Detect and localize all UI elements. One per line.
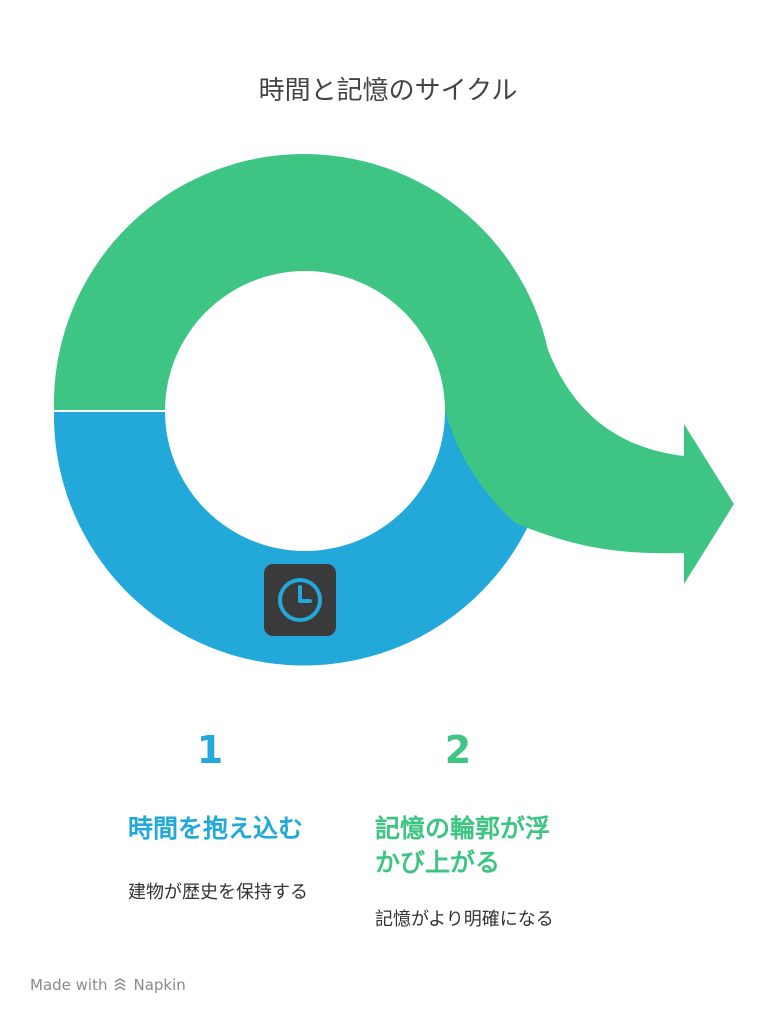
diagram-title: 時間と記憶のサイクル [258, 76, 518, 106]
clock-icon [264, 564, 336, 636]
napkin-logo-icon [113, 978, 127, 992]
step-1-number: 1 [196, 728, 224, 772]
step-2-description: 記憶がより明確になる [375, 909, 554, 930]
step-2-title-line-2: かび上がる [375, 848, 501, 877]
napkin-brand: Napkin [133, 976, 186, 994]
footer-credit: Made with Napkin [30, 976, 186, 994]
step-2-title-line-1: 記憶の輪郭が浮 [375, 814, 551, 843]
memory-arrow-segment [53, 154, 734, 584]
step-2-title: 記憶の輪郭が浮 かび上がる [375, 812, 550, 880]
step-1-description: 建物が歴史を保持する [128, 882, 308, 903]
step-1-title: 時間を抱え込む [128, 814, 304, 843]
time-arc-segment [53, 411, 536, 666]
made-with-label: Made with [30, 976, 108, 994]
step-2-number: 2 [444, 728, 472, 772]
